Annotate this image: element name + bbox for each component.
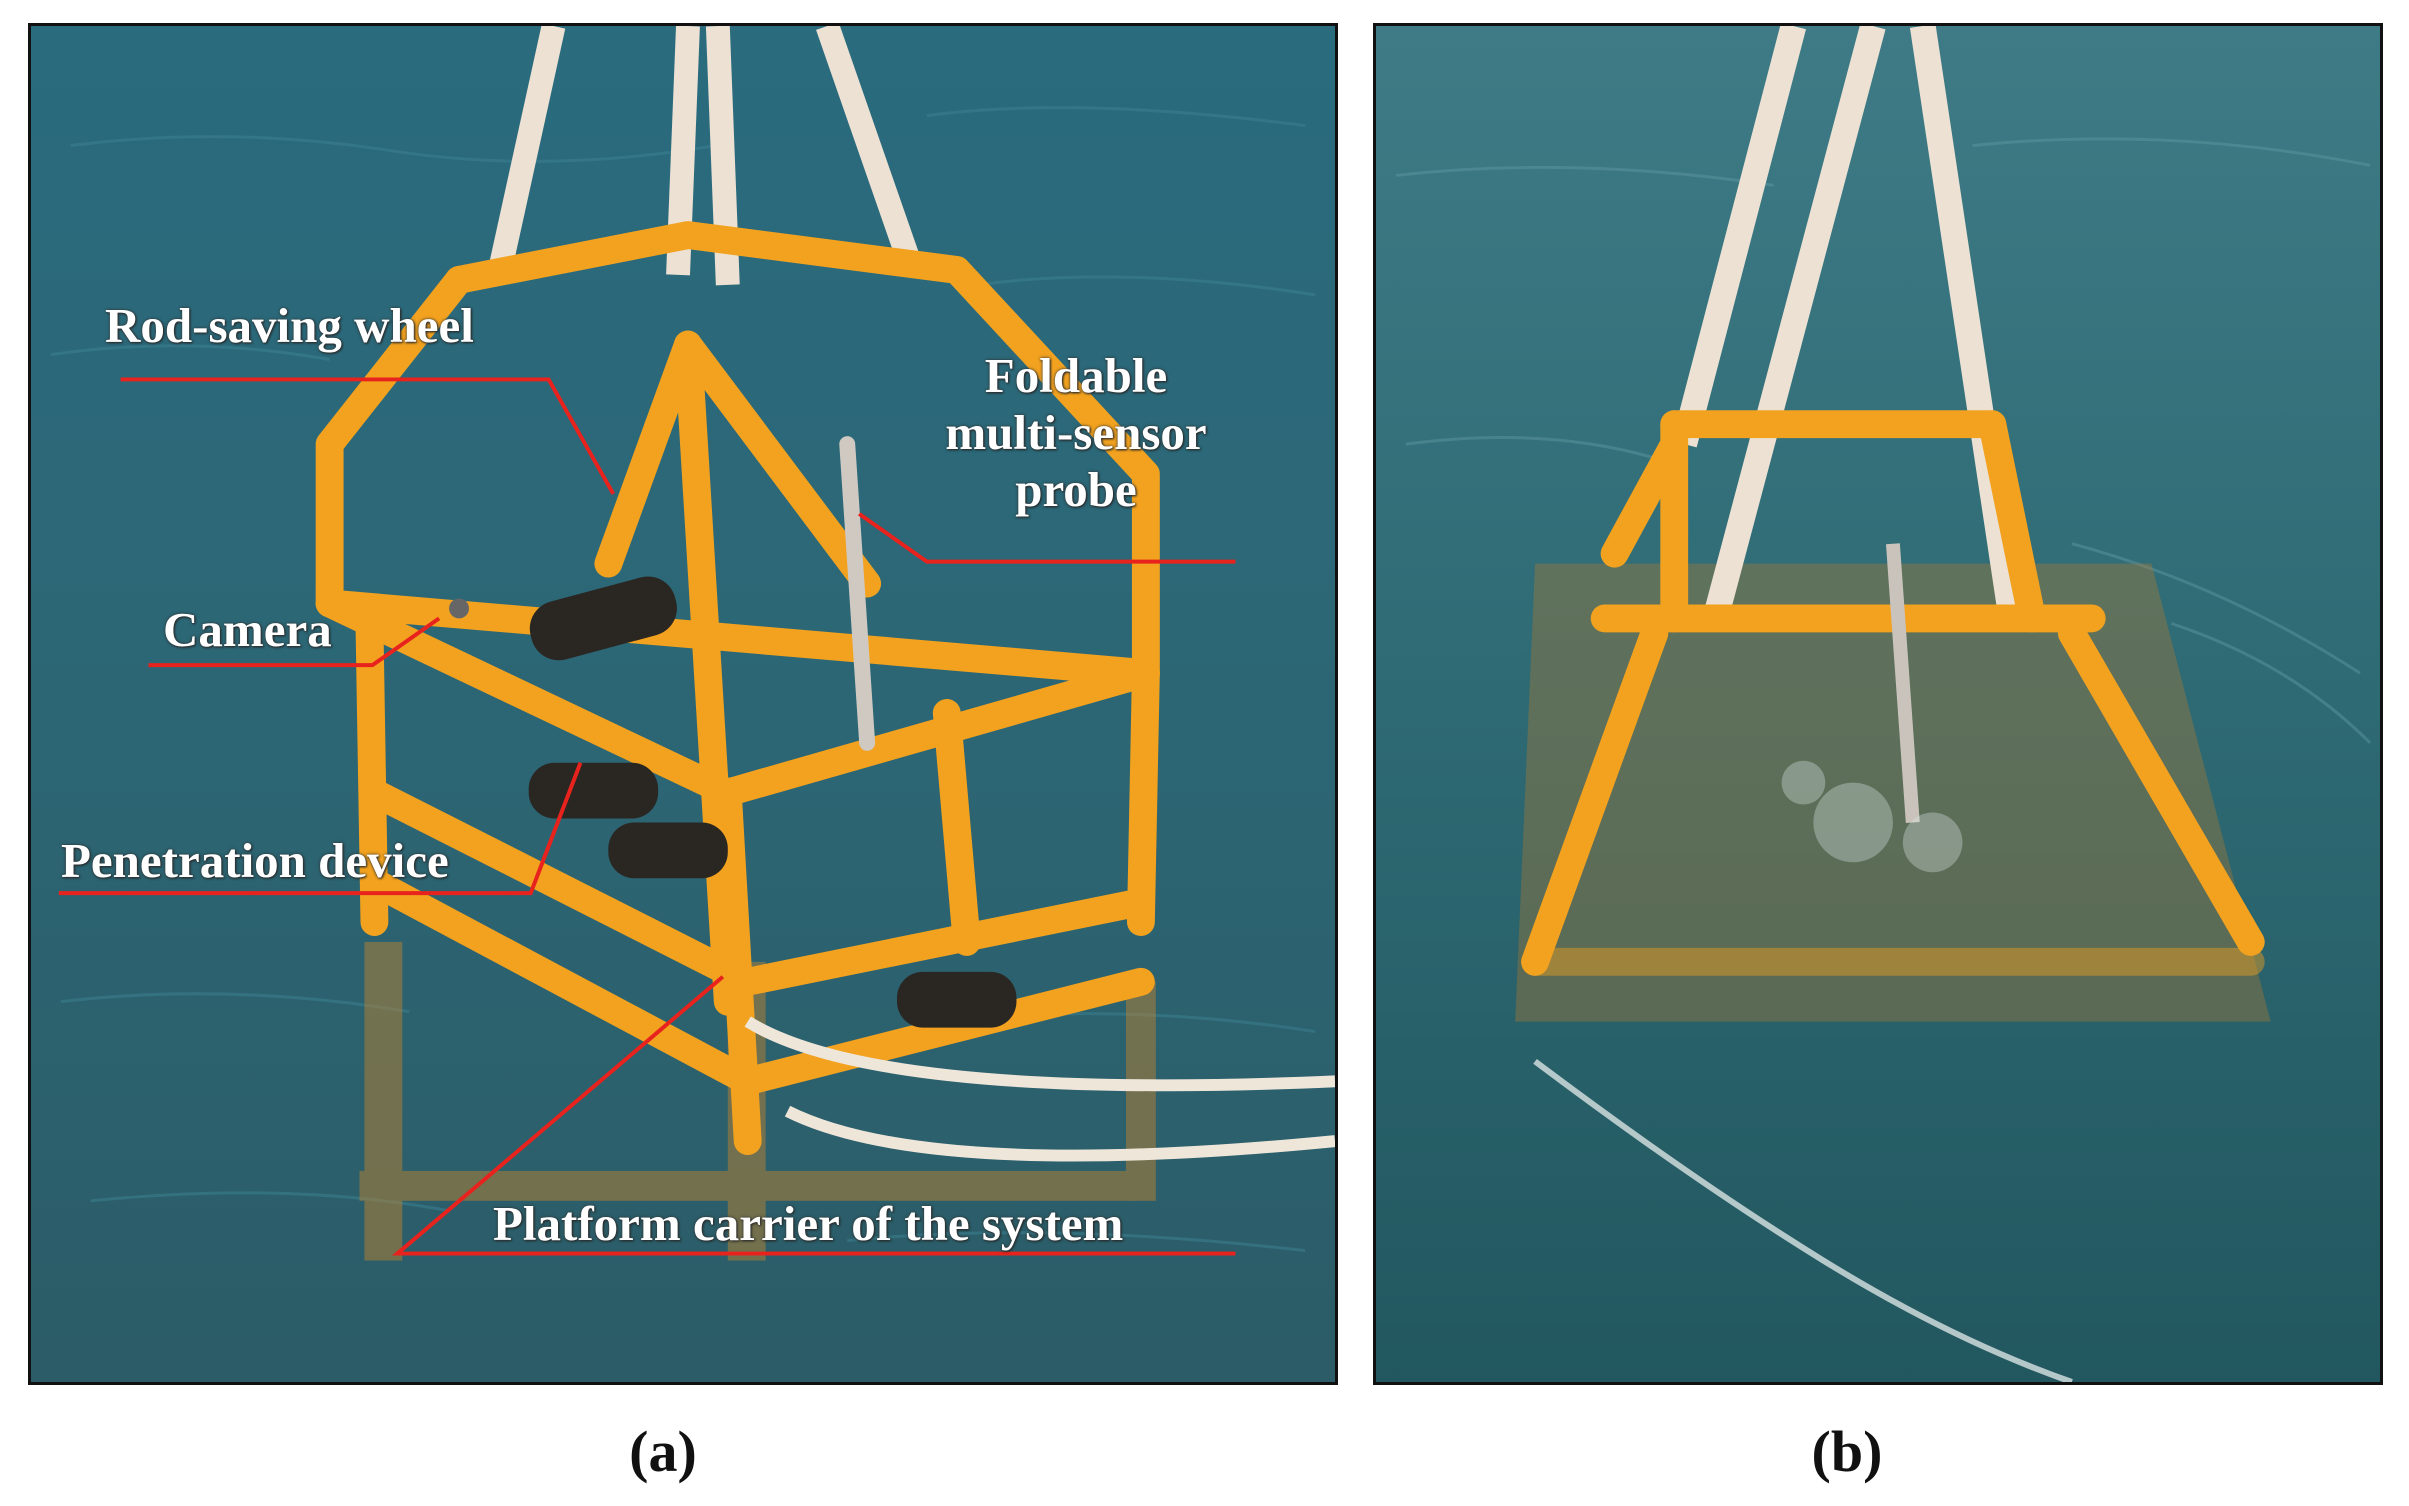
label-rod-saving-wheel: Rod-saving wheel	[105, 298, 474, 353]
label-penetration-device: Penetration device	[61, 833, 449, 888]
callout-line-platform	[391, 975, 1236, 1256]
callout-line-probe	[858, 512, 1236, 564]
caption-a: (a)	[629, 1419, 697, 1484]
label-camera: Camera	[163, 602, 332, 657]
callout-line-penetration	[58, 762, 583, 896]
label-platform-carrier: Platform carrier of the system	[493, 1196, 1124, 1251]
photo-panel-b	[1373, 23, 2383, 1385]
label-foldable-probe-line1: Foldable	[984, 348, 1168, 403]
callout-line-rod-saving-wheel	[120, 377, 616, 495]
photo-a-underwater-platform	[31, 26, 1335, 1382]
photo-panel-a: Rod-saving wheel Foldable multi-sensor p…	[28, 23, 1338, 1385]
callout-line-camera	[148, 616, 441, 668]
photo-b-platform-submerging	[1376, 26, 2380, 1382]
caption-b: (b)	[1811, 1419, 1883, 1484]
label-foldable-probe: Foldable multi-sensor probe	[911, 348, 1241, 518]
label-foldable-probe-line3: probe	[1015, 461, 1137, 517]
label-foldable-probe-line2: multi-sensor	[945, 404, 1207, 460]
